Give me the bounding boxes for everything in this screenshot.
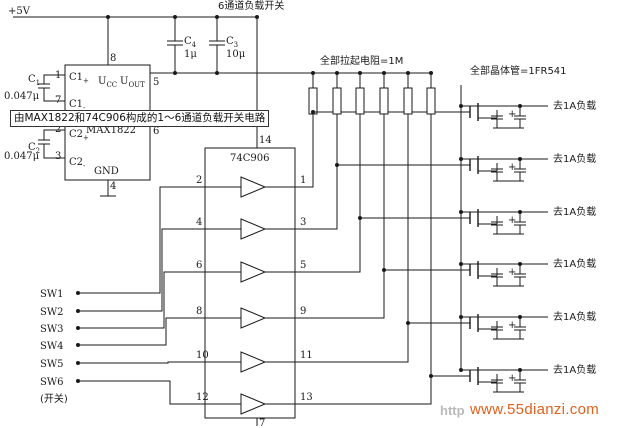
cap-plus: + (508, 320, 516, 331)
switch-note: (开关) (40, 392, 68, 405)
load-label: 去1A负载 (553, 99, 596, 112)
74c906-name: 74C906 (230, 153, 269, 164)
cap-plus: + (508, 162, 516, 173)
capacitor-c2: C2 0.047μ (4, 129, 65, 162)
c4-sub: 4 (192, 41, 197, 49)
switch-label: SW5 (40, 359, 64, 370)
buffer-out-pin: 5 (300, 260, 306, 271)
74c906-gnd-pin: 7 (259, 418, 265, 428)
pullup-resistor (355, 87, 365, 115)
74c906-vcc-pin: 14 (259, 135, 272, 146)
svg-text:C1: C1 (28, 74, 40, 87)
max1822-gnd: GND (94, 166, 119, 177)
fet-note: 全部晶体管=1FR541 (470, 64, 567, 77)
svg-text:C4: C4 (184, 36, 197, 49)
load-label: 去1A负载 (553, 205, 596, 218)
switch-label: SW4 (40, 341, 64, 352)
svg-text:C2: C2 (28, 142, 40, 155)
buffer-in-pin: 6 (196, 260, 202, 271)
switch-label: SW6 (40, 377, 64, 388)
c2-value: 0.047μ (4, 151, 40, 162)
buffer-triangle (240, 307, 267, 329)
svg-text:5: 5 (153, 77, 159, 88)
buffer-in-pin: 12 (196, 392, 209, 403)
buffer-out-pin: 3 (300, 217, 306, 228)
cap-plus: + (508, 109, 516, 120)
capacitor-c3: C3 10μ (209, 17, 246, 73)
load-label: 去1A负载 (553, 363, 596, 376)
cap-plus: + (508, 267, 516, 278)
buffer-out-pin: 11 (300, 350, 313, 361)
buffer-triangle (240, 351, 267, 373)
c2-name: C (28, 142, 36, 153)
c4-name: C (184, 36, 192, 47)
buffer-triangle (240, 261, 267, 283)
buffer-in-pin: 8 (196, 306, 202, 317)
max1822-chip: 8 1 7 2 3 5 6 4 C1+ C1- C2+ C2- UCC UOUT… (55, 17, 159, 197)
c1-name: C (28, 74, 36, 85)
caption-box: 由MAX1822和74C906构成的1～6通道负载开关电路 (10, 110, 270, 127)
pullup-resistor (332, 87, 342, 115)
c3-name: C (226, 36, 234, 47)
buffer-in-pin: 2 (196, 175, 202, 186)
svg-text:6: 6 (153, 126, 159, 137)
svg-text:8: 8 (110, 53, 116, 64)
c1-sub: 1 (36, 79, 40, 87)
buffer-out-pin: 1 (300, 175, 306, 186)
load-label: 去1A负载 (553, 257, 596, 270)
circuit-title: 6通道负载开关 (218, 0, 284, 12)
buffer-in-pin: 10 (196, 350, 209, 361)
load-label: 去1A负载 (553, 310, 596, 323)
load-label: 去1A负载 (553, 152, 596, 165)
pullup-resistor (403, 87, 413, 115)
watermark: www.55dianzi.com (470, 401, 600, 418)
capacitor-c1: C1 0.047μ (4, 74, 65, 102)
switch-label: SW1 (40, 289, 64, 300)
buffer-triangle (240, 393, 267, 415)
buffer-triangle (240, 218, 267, 240)
svg-text:C1+: C1+ (69, 72, 89, 85)
pullup-resistor (426, 87, 436, 115)
c3-value: 10μ (226, 49, 246, 60)
cap-plus: + (508, 215, 516, 226)
svg-text:UOUT: UOUT (120, 76, 145, 89)
supply-label: +5V (8, 6, 31, 17)
buffer-in-pin: 4 (196, 217, 202, 228)
pullup-note: 全部拉起电阻=1M (320, 54, 403, 67)
switch-label: SW3 (40, 324, 64, 335)
cap-plus: + (508, 373, 516, 384)
c4-value: 1μ (184, 49, 197, 60)
74c906-chip: 74C906 14 7 (204, 130, 296, 428)
switch-label: SW2 (40, 307, 64, 318)
buffer-out-pin: 13 (300, 392, 313, 403)
svg-text:C1-: C1- (69, 99, 86, 112)
svg-text:UCC: UCC (98, 76, 117, 89)
svg-text:C2-: C2- (69, 157, 86, 170)
supply-rail: +5V 6通道负载开关 (8, 0, 284, 130)
svg-text:4: 4 (110, 181, 116, 192)
svg-text:C2+: C2+ (69, 129, 89, 142)
svg-text:C3: C3 (226, 36, 238, 49)
capacitor-c4: C4 1μ (167, 17, 197, 73)
buffer-triangle (240, 176, 267, 198)
pullup-resistor (379, 87, 389, 115)
watermark-prefix: http (440, 403, 465, 418)
buffer-out-pin: 9 (300, 306, 306, 317)
c2-sub: 2 (36, 147, 40, 155)
c1-value: 0.047μ (4, 91, 40, 102)
max1822-name: MAX1822 (86, 125, 136, 136)
c3-sub: 3 (234, 41, 238, 49)
svg-text:3: 3 (55, 151, 61, 162)
